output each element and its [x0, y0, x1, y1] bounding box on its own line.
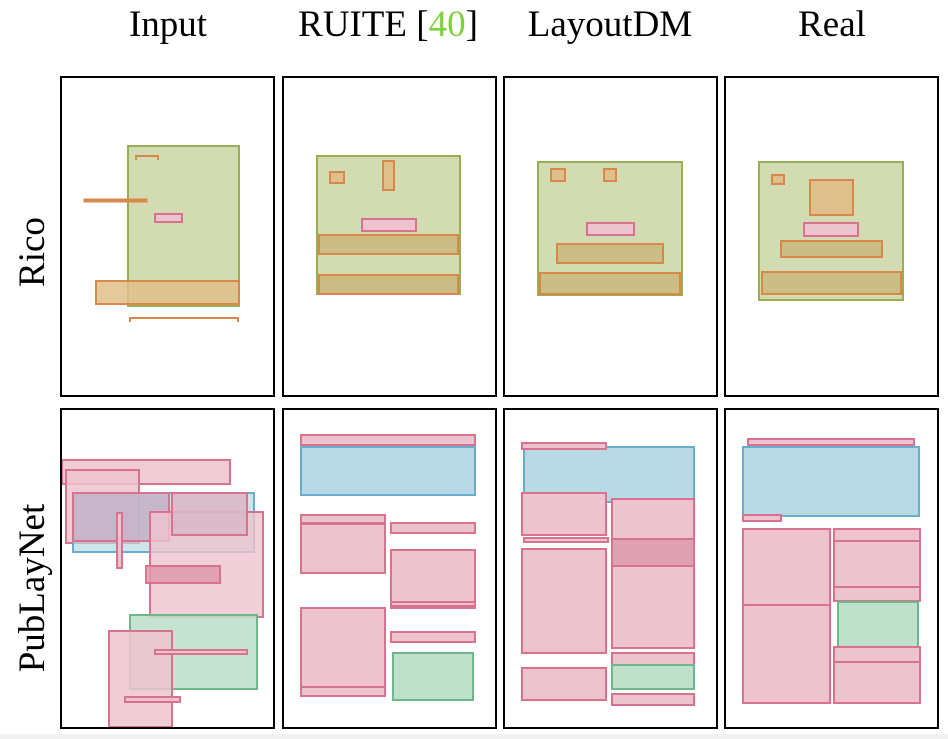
- panel-rico-input: [60, 76, 275, 397]
- layout-element: [329, 171, 345, 184]
- layout-element: [611, 664, 695, 690]
- layout-element: [145, 565, 221, 584]
- layout-element: [390, 522, 476, 534]
- layout-element: [780, 240, 883, 258]
- layout-element: [556, 243, 664, 264]
- layout-rico-input: [83, 145, 240, 322]
- bottom-divider: [0, 734, 948, 739]
- panel-rico-ruite: [282, 76, 497, 397]
- layout-element: [300, 686, 386, 697]
- layout-publaynet-real: [742, 438, 921, 704]
- layout-element: [586, 222, 635, 236]
- layout-element: [747, 438, 915, 446]
- layout-element: [392, 652, 474, 701]
- layout-element: [127, 145, 240, 307]
- row-label-publaynet: PubLayNet: [12, 503, 53, 673]
- layout-element: [833, 646, 921, 663]
- panel-publaynet-ruite: [282, 408, 497, 729]
- layout-element: [521, 667, 607, 701]
- layout-element: [761, 271, 902, 295]
- layout-element: [611, 693, 695, 706]
- layout-element: [390, 549, 476, 609]
- layout-element: [124, 696, 181, 703]
- panel-rico-real: [724, 76, 939, 397]
- layout-element: [318, 274, 459, 295]
- layout-element: [550, 168, 566, 182]
- layout-element: [95, 280, 240, 305]
- layout-element: [742, 446, 920, 517]
- panel-publaynet-real: [724, 408, 939, 729]
- layout-element: [108, 630, 173, 727]
- layout-element: [116, 512, 123, 569]
- layout-element: [154, 213, 183, 223]
- layout-publaynet-layoutdm: [521, 442, 695, 706]
- layout-rico-layoutdm: [537, 161, 683, 296]
- layout-element: [521, 492, 607, 536]
- layout-element: [603, 168, 617, 182]
- panel-rico-layoutdm: [503, 76, 718, 397]
- layout-element: [390, 631, 476, 643]
- layout-element: [742, 604, 831, 704]
- panel-publaynet-layoutdm: [503, 408, 718, 729]
- layout-element: [300, 607, 386, 693]
- layout-element: [361, 218, 417, 232]
- column-header-input: Input: [128, 4, 208, 45]
- layout-element: [382, 160, 395, 191]
- layout-element: [833, 661, 921, 704]
- layout-element: [300, 523, 386, 574]
- layout-element: [171, 492, 248, 536]
- layout-element: [521, 442, 607, 450]
- layout-element: [521, 548, 607, 654]
- layout-rico-ruite: [316, 155, 461, 295]
- layout-element: [129, 317, 239, 322]
- layout-element: [809, 179, 854, 216]
- layout-element: [135, 155, 159, 160]
- layout-element: [611, 538, 695, 567]
- layout-element: [390, 601, 476, 607]
- layout-element: [837, 601, 919, 648]
- column-header-ruite: RUITE [40]: [298, 4, 478, 45]
- layout-rico-real: [758, 161, 904, 301]
- layout-element: [742, 514, 782, 522]
- layout-element: [771, 174, 785, 185]
- layout-publaynet-ruite: [300, 434, 476, 701]
- layout-element: [539, 272, 681, 295]
- column-header-layoutdm: LayoutDM: [527, 4, 693, 45]
- layout-element: [523, 537, 609, 543]
- layout-element: [611, 498, 695, 649]
- layout-element: [318, 234, 459, 255]
- layout-element: [300, 514, 386, 524]
- layout-element: [803, 222, 859, 237]
- layout-element: [300, 446, 476, 496]
- layout-publaynet-input: [62, 459, 264, 727]
- layout-element: [154, 649, 248, 655]
- layout-element: [611, 652, 695, 666]
- layout-element: [833, 540, 921, 588]
- layout-element: [83, 198, 148, 203]
- row-label-rico: Rico: [12, 217, 53, 287]
- citation-link[interactable]: 40: [428, 4, 466, 45]
- layout-element: [300, 434, 476, 446]
- panel-publaynet-input: [60, 408, 275, 729]
- column-header-real: Real: [798, 4, 866, 45]
